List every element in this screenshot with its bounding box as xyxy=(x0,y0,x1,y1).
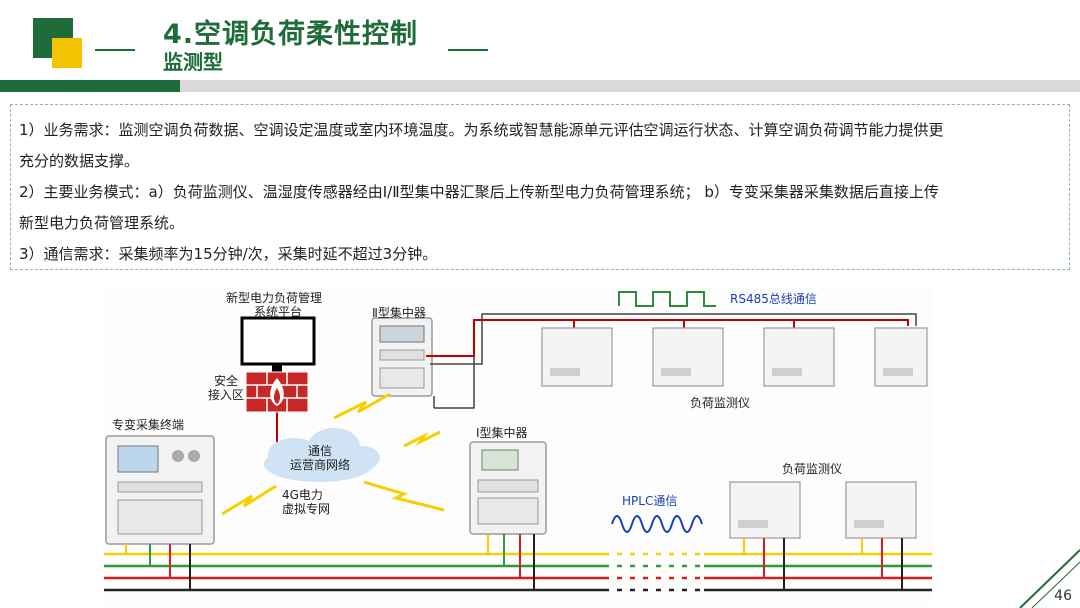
load-monitor-device xyxy=(729,481,801,539)
terminal-label: 专变采集终端 xyxy=(112,418,185,432)
architecture-diagram: 新型电力负荷管理 系统平台 Ⅱ型集中器 RS485总线通信 安全 接入区 专变采… xyxy=(104,286,932,606)
slide-title: 4.空调负荷柔性控制 xyxy=(163,19,419,50)
header-band xyxy=(0,80,1080,92)
security-zone-label-1: 安全 xyxy=(214,374,239,388)
diagram-graphics xyxy=(104,291,932,592)
load-monitor-device xyxy=(652,327,724,387)
requirement-line: 新型电力负荷管理系统。 xyxy=(19,214,185,232)
network-label-2: 运营商网络 xyxy=(290,458,351,472)
corner-decoration xyxy=(1019,549,1080,608)
load-monitor-device xyxy=(763,327,835,387)
requirement-line: 2）主要业务模式：a）负荷监测仪、温湿度传感器经由Ⅰ/Ⅱ型集中器汇聚后上传新型电… xyxy=(19,183,939,201)
requirement-line: 3）通信需求：采集频率为15分钟/次，采集时延不超过3分钟。 xyxy=(19,245,438,263)
concentrator-2-label: Ⅱ型集中器 xyxy=(372,306,426,320)
platform-label-1: 新型电力负荷管理 xyxy=(226,291,323,305)
concentrator-1-label: Ⅰ型集中器 xyxy=(476,426,528,440)
load-monitor-device xyxy=(845,481,917,539)
logo-yellow-square xyxy=(52,38,82,68)
load-monitor-device xyxy=(541,327,613,387)
vpn-label-1: 4G电力 xyxy=(282,488,323,502)
page-number: 46 xyxy=(1054,588,1072,604)
platform-label-2: 系统平台 xyxy=(254,305,303,319)
cloud-network-icon xyxy=(264,428,380,482)
concentrator-1-device xyxy=(469,441,547,535)
load-monitor-bottom-label: 负荷监测仪 xyxy=(782,462,843,476)
computer-icon xyxy=(240,316,316,377)
requirement-line: 1）业务需求：监测空调负荷数据、空调设定温度或室内环境温度。为系统或智慧能源单元… xyxy=(19,121,944,139)
load-monitor-top-label: 负荷监测仪 xyxy=(690,396,751,410)
slide-subtitle: 监测型 xyxy=(163,50,223,74)
title-left-line xyxy=(95,49,135,51)
requirements-box: 1）业务需求：监测空调负荷数据、空调设定温度或室内环境温度。为系统或智慧能源单元… xyxy=(10,104,1070,270)
vpn-label-2: 虚拟专网 xyxy=(282,502,331,516)
load-monitor-device xyxy=(874,327,928,387)
firewall-icon xyxy=(245,371,309,413)
network-label-1: 通信 xyxy=(308,444,333,458)
concentrator-2-device xyxy=(371,317,433,397)
title-right-line xyxy=(448,49,488,51)
hplc-label: HPLC通信 xyxy=(622,494,678,508)
rs485-label: RS485总线通信 xyxy=(730,292,817,306)
dedicated-terminal-device xyxy=(105,435,215,545)
rs485-wave xyxy=(618,291,716,307)
requirement-line: 充分的数据支撑。 xyxy=(19,152,140,170)
security-zone-label-2: 接入区 xyxy=(208,388,245,402)
hplc-wave xyxy=(611,515,703,533)
wireless-bolt-icon xyxy=(221,392,445,516)
